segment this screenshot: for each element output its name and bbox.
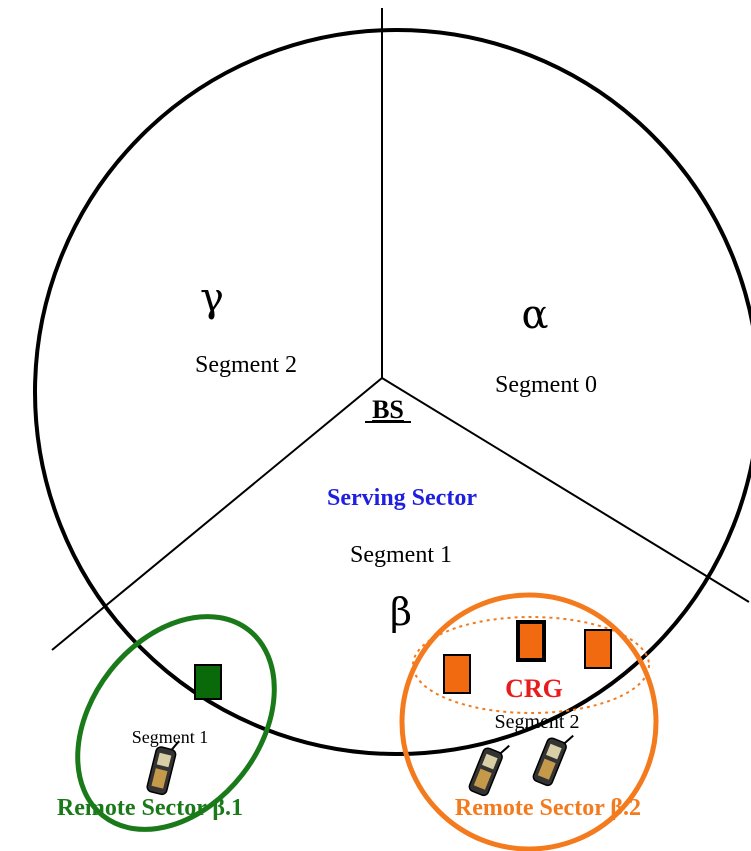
remote-sector-1-label: Remote Sector β.1 xyxy=(57,795,243,821)
mobile-phone-icon xyxy=(146,740,180,796)
sector-beta-segment: Segment 1 xyxy=(350,542,452,568)
remote-sector-2-circle xyxy=(399,592,659,851)
sector-divider-right xyxy=(381,377,750,603)
sector-alpha-symbol: α xyxy=(521,292,548,338)
mobile-phone-icon xyxy=(468,744,510,797)
sector-gamma-segment: Segment 2 xyxy=(195,352,297,378)
remote-sector-1-sector-marker xyxy=(194,664,222,700)
remote-sector-2: CRG Segment 2 Remote Sector β.2 xyxy=(399,592,659,851)
crg-terminal-2 xyxy=(516,620,546,662)
crg-ellipse xyxy=(412,616,650,714)
crg-terminal-3 xyxy=(584,629,612,669)
remote-sector-2-segment: Segment 2 xyxy=(495,711,580,733)
remote-sector-1-ellipse xyxy=(75,614,277,832)
sector-divider-left xyxy=(51,377,383,651)
bs-label: BS xyxy=(372,395,404,424)
remote-sector-1-segment: Segment 1 xyxy=(132,727,209,747)
sector-alpha-segment: Segment 0 xyxy=(495,372,597,398)
serving-sector-label: Serving Sector xyxy=(327,485,477,511)
remote-sector-1: Segment 1 Remote Sector β.1 xyxy=(57,614,277,832)
sector-gamma-symbol: γ xyxy=(200,275,224,321)
cell-boundary-circle xyxy=(33,28,751,756)
mobile-phone-icon xyxy=(532,734,574,787)
crg-terminal-1 xyxy=(443,654,471,694)
crg-label: CRG xyxy=(505,674,563,703)
sector-beta-symbol: β xyxy=(390,590,412,634)
remote-sector-2-label: Remote Sector β.2 xyxy=(455,795,641,821)
